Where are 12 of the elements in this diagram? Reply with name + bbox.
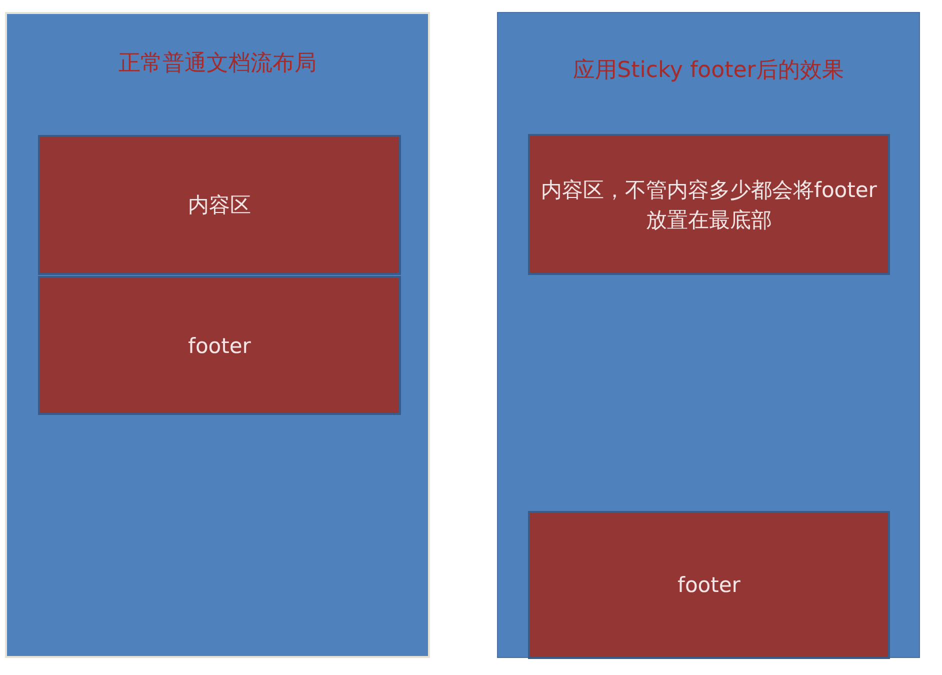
box-label: 内容区 (188, 192, 251, 219)
layout-panel (5, 12, 430, 658)
panel-title: 应用Sticky footer后的效果 (572, 57, 845, 85)
content-block (528, 134, 890, 275)
box-label: footer (678, 572, 740, 599)
content-block (38, 135, 401, 275)
layout-panel (497, 12, 920, 658)
box-label: footer (188, 332, 251, 360)
box-label: 内容区，不管内容多少都会将footer放置在最底部 (540, 176, 878, 234)
panel-title: 正常普通文档流布局 (118, 50, 318, 78)
footer-block (38, 276, 401, 415)
footer-block (528, 511, 890, 659)
